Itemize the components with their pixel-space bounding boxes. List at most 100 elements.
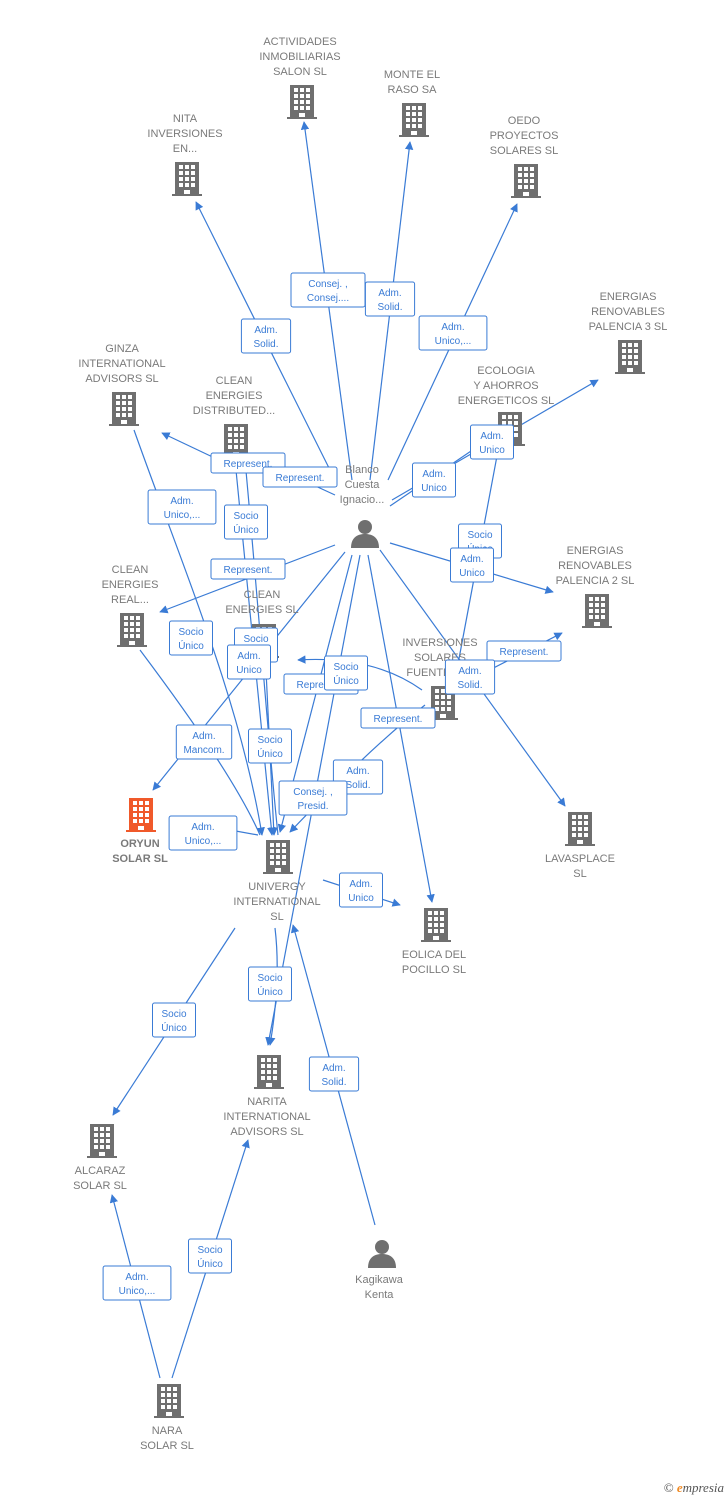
svg-text:EN...: EN... xyxy=(173,143,197,155)
node-label: GINZA INTERNATIONAL ADVISORS SL xyxy=(78,343,165,385)
edge-label-text: Consej. , xyxy=(293,787,332,798)
edge-label-box xyxy=(412,462,456,498)
node-narita[interactable]: NARITA INTERNATIONAL ADVISORS SL xyxy=(223,1055,311,1138)
svg-text:INTERNATIONAL: INTERNATIONAL xyxy=(78,358,165,370)
building-icon xyxy=(87,1124,117,1158)
node-nara[interactable]: NARA SOLAR SL xyxy=(140,1384,194,1452)
node-actividades[interactable]: ACTIVIDADES INMOBILIARIAS SALON SL xyxy=(259,36,341,119)
edge-label-text: Adm. xyxy=(322,1063,345,1074)
edge-label-box xyxy=(169,620,213,656)
building-icon xyxy=(172,162,202,196)
node-cer[interactable]: CLEAN ENERGIES REAL... xyxy=(102,564,159,647)
edge-label-text: Socio xyxy=(233,511,258,522)
edge-label-box xyxy=(248,728,292,764)
node-label: ENERGIAS RENOVABLES PALENCIA 3 SL xyxy=(589,291,668,333)
node-label: EOLICA DEL POCILLO SL xyxy=(402,949,466,976)
node-alcaraz[interactable]: ALCARAZ SOLAR SL xyxy=(73,1124,127,1192)
edge-label-box xyxy=(486,640,562,662)
edge-label-box xyxy=(175,724,233,760)
svg-text:CLEAN: CLEAN xyxy=(244,589,281,601)
svg-text:LAVASPLACE: LAVASPLACE xyxy=(545,853,615,865)
node-ces[interactable]: CLEAN ENERGIES SL xyxy=(225,589,299,658)
edge-label-text: Socio xyxy=(257,735,282,746)
node-ginza[interactable]: GINZA INTERNATIONAL ADVISORS SL xyxy=(78,343,166,426)
edge-label-e6: Adm.Unico xyxy=(412,462,456,498)
node-eolica[interactable]: EOLICA DEL POCILLO SL xyxy=(402,908,466,976)
edge-label-text: Adm. xyxy=(422,469,445,480)
edge-label-e2: Adm.Solid. xyxy=(364,281,416,317)
svg-text:EOLICA DEL: EOLICA DEL xyxy=(402,949,466,961)
svg-text:MONTE EL: MONTE EL xyxy=(384,69,440,81)
svg-text:PROYECTOS: PROYECTOS xyxy=(490,130,559,142)
edge-label-text: Unico,... xyxy=(119,1286,156,1297)
edge-label-text: Adm. xyxy=(458,666,481,677)
node-monte[interactable]: MONTE EL RASO SA xyxy=(384,69,440,137)
svg-text:ALCARAZ: ALCARAZ xyxy=(75,1165,126,1177)
svg-text:INVERSIONES: INVERSIONES xyxy=(402,637,477,649)
edge-label-text: Solid. xyxy=(321,1077,346,1088)
svg-text:SL: SL xyxy=(270,911,283,923)
node-er2[interactable]: ENERGIAS RENOVABLES PALENCIA 2 SL xyxy=(556,545,635,628)
svg-text:SOLAR SL: SOLAR SL xyxy=(112,853,168,865)
svg-text:UNIVERGY: UNIVERGY xyxy=(248,881,306,893)
node-er3[interactable]: ENERGIAS RENOVABLES PALENCIA 3 SL xyxy=(589,291,668,374)
node-univergy[interactable]: UNIVERGY INTERNATIONAL SL xyxy=(233,840,321,923)
edge-label-text: Adm. xyxy=(349,879,372,890)
svg-text:Blanco: Blanco xyxy=(345,464,379,476)
svg-text:NARA: NARA xyxy=(152,1425,183,1437)
node-oedo[interactable]: OEDO PROYECTOS SOLARES SL xyxy=(490,115,559,198)
edge-label-box xyxy=(227,644,271,680)
brand-logo-initial: e xyxy=(676,1480,683,1495)
edge-label-box xyxy=(278,780,348,816)
svg-text:SL: SL xyxy=(573,868,586,880)
edge-label-text: Único xyxy=(333,674,359,687)
svg-text:GINZA: GINZA xyxy=(105,343,139,355)
building-icon xyxy=(287,85,317,119)
svg-text:REAL...: REAL... xyxy=(111,594,149,606)
copyright-mark: © empresia xyxy=(664,1480,724,1496)
edge-label-text: Presid. xyxy=(297,801,328,812)
edge-label-text: Unico xyxy=(348,893,374,904)
edge-label-text: Socio xyxy=(178,627,203,638)
edge-label-text: Solid. xyxy=(345,780,370,791)
edge-label-text: Adm. xyxy=(460,554,483,565)
svg-text:INTERNATIONAL: INTERNATIONAL xyxy=(223,1111,310,1123)
edge-label-box xyxy=(450,547,494,583)
building-icon xyxy=(254,1055,284,1089)
edge-label-text: Unico,... xyxy=(435,336,472,347)
svg-text:Ignacio...: Ignacio... xyxy=(340,494,385,506)
node-ced[interactable]: CLEAN ENERGIES DISTRIBUTED... xyxy=(193,375,276,458)
edge-label-box xyxy=(308,1056,360,1092)
edge-label-text: Represent. xyxy=(297,680,346,691)
svg-text:ENERGIAS: ENERGIAS xyxy=(600,291,657,303)
edge-label-text: Socio xyxy=(161,1009,186,1020)
edge-label-text: Adm. xyxy=(254,325,277,336)
edge-label-text: Adm. xyxy=(125,1272,148,1283)
edge-label-text: Represent. xyxy=(500,647,549,658)
node-ecologia[interactable]: ECOLOGIA Y AHORROS ENERGETICOS SL xyxy=(458,365,555,446)
edge-label-e8: Represent. xyxy=(262,466,338,488)
svg-text:Kenta: Kenta xyxy=(365,1289,395,1301)
person-icon xyxy=(368,1240,396,1268)
node-lavasplace[interactable]: LAVASPLACE SL xyxy=(545,812,615,880)
svg-text:ENERGIES: ENERGIES xyxy=(206,390,263,402)
node-blanco[interactable]: Blanco Cuesta Ignacio... xyxy=(340,464,385,548)
edge-label-text: Adm. xyxy=(237,651,260,662)
edge-label-e9: Adm.Unico,... xyxy=(147,489,217,525)
building-icon xyxy=(399,103,429,137)
edge-label-box xyxy=(147,489,217,525)
node-label: CLEAN ENERGIES SL xyxy=(225,589,298,616)
node-nita[interactable]: NITA INVERSIONES EN... xyxy=(147,113,223,196)
edge-label-box xyxy=(102,1265,172,1301)
svg-text:PALENCIA 3 SL: PALENCIA 3 SL xyxy=(589,321,668,333)
edge-label-text: Represent. xyxy=(276,473,325,484)
node-kagikawa[interactable]: Kagikawa Kenta xyxy=(355,1240,404,1301)
node-oryun[interactable]: ORYUN SOLAR SL xyxy=(112,798,168,865)
nodes: ACTIVIDADES INMOBILIARIAS SALON SL MONTE… xyxy=(73,36,667,1452)
node-label: CLEAN ENERGIES DISTRIBUTED... xyxy=(193,375,276,417)
svg-text:Y AHORROS: Y AHORROS xyxy=(473,380,538,392)
edge-label-text: Solid. xyxy=(377,302,402,313)
